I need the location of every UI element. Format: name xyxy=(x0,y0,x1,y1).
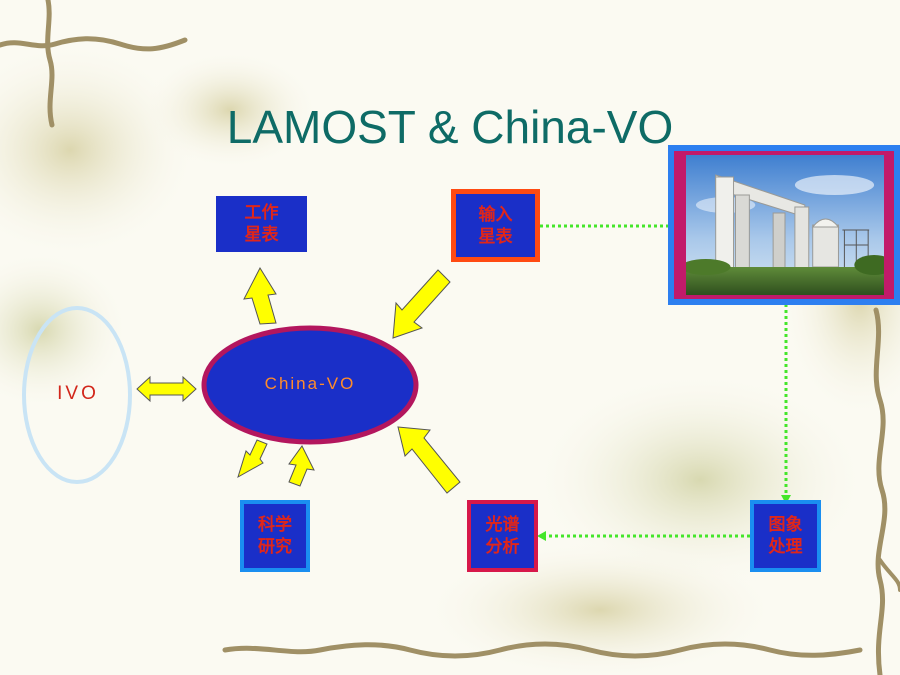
arrow-to-work-catalog xyxy=(243,266,277,325)
ivo-ring xyxy=(22,306,132,484)
vine-decoration xyxy=(45,0,55,128)
work-catalog-line1: 工作 xyxy=(244,203,279,223)
science-research-box: 科学 研究 xyxy=(240,500,310,572)
work-catalog-box: 工作 星表 xyxy=(216,196,307,252)
image-processing-line2: 处理 xyxy=(768,537,803,557)
input-catalog-line2: 星表 xyxy=(478,226,513,247)
link-arrowhead xyxy=(537,531,546,541)
telescope-image xyxy=(686,155,884,295)
arrow-from-spectrum-analysis xyxy=(397,426,461,494)
ivo-label: IVO xyxy=(57,383,99,404)
flower-decoration xyxy=(0,250,130,410)
image-processing-line1: 图象 xyxy=(768,515,803,535)
double-arrow-ivo-chinavo xyxy=(136,375,197,403)
spectrum-analysis-line1: 光谱 xyxy=(485,515,520,535)
arrow-from-input-catalog xyxy=(392,269,451,339)
input-catalog-box: 输入 星表 xyxy=(451,189,540,262)
arrow-to-science-research xyxy=(237,439,268,479)
vine-decoration xyxy=(0,36,188,52)
link-arrowhead xyxy=(781,495,791,504)
spectrum-analysis-box: 光谱 分析 xyxy=(467,500,538,572)
science-research-line1: 科学 xyxy=(258,515,292,535)
image-processing-box: 图象 处理 xyxy=(750,500,821,572)
china-vo-label: China-VO xyxy=(264,374,356,393)
china-vo-ellipse xyxy=(201,325,419,445)
science-research-line2: 研究 xyxy=(258,537,292,557)
vine-decoration xyxy=(222,641,863,659)
flower-decoration xyxy=(140,50,320,170)
spectrum-analysis-line2: 分析 xyxy=(485,537,520,557)
work-catalog-line2: 星表 xyxy=(244,225,279,245)
input-catalog-line1: 输入 xyxy=(478,204,513,225)
arrow-from-science-research xyxy=(288,445,315,487)
vine-decoration xyxy=(873,307,888,675)
lamost-telescope-photo xyxy=(668,145,900,305)
flower-decoration xyxy=(420,540,780,675)
slide-title: LAMOST & China-VO xyxy=(226,101,674,153)
